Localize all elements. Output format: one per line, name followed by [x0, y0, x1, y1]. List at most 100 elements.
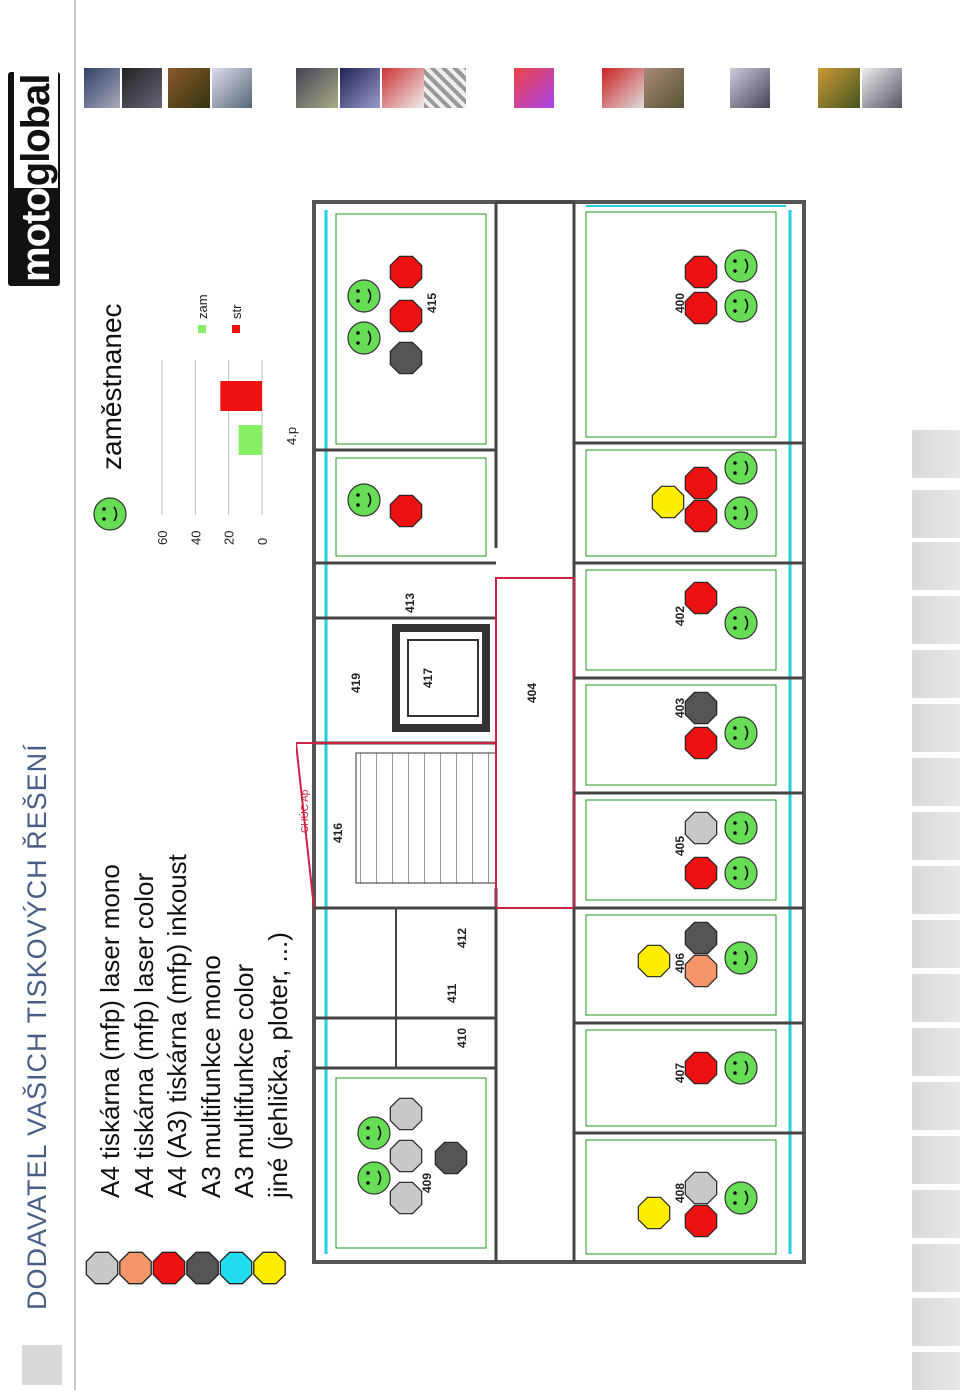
side-tab: [912, 1244, 960, 1292]
y-tick-label: 0: [255, 538, 270, 545]
thumbnail-image: [382, 68, 424, 108]
room-label-410: 410: [455, 1028, 469, 1048]
thumbnail-image: [862, 68, 902, 108]
thumbnail-image: [296, 68, 338, 108]
printer-marker: [434, 1141, 468, 1175]
bar-str: [220, 381, 262, 411]
employee-marker: [724, 249, 758, 283]
side-tab: [912, 596, 960, 644]
legend-list: A4 tiskárna (mfp) laser mono A4 tiskárna…: [94, 854, 295, 1198]
printer-marker: [684, 499, 718, 533]
printer-marker: [684, 1051, 718, 1085]
legend-octagon-laser-color: [119, 1251, 152, 1285]
bar-zam: [238, 425, 262, 455]
printer-marker: [389, 1139, 423, 1173]
room-label-403: 403: [673, 698, 687, 718]
room-label-413: 413: [403, 593, 417, 613]
corner-block: [22, 1345, 62, 1385]
room-label-406: 406: [673, 953, 687, 973]
side-divider: [74, 0, 76, 1390]
legend-label-a3-color: A3 multifunkce color: [229, 963, 259, 1198]
floor-plan: 415 400 402 403 404 405 406 407 408 409 …: [296, 200, 806, 1264]
printer-marker: [684, 954, 718, 988]
thumbnail-image: [122, 68, 162, 108]
employee-marker: [724, 1181, 758, 1215]
side-tab: [912, 1028, 960, 1076]
employee-marker: [724, 856, 758, 890]
printer-marker: [651, 485, 685, 519]
room-label-411: 411: [445, 983, 459, 1003]
employee-marker: [724, 496, 758, 530]
y-tick-label: 40: [188, 531, 203, 545]
thumbnail-image: [84, 68, 120, 108]
printer-marker: [637, 944, 671, 978]
room-label-407: 407: [673, 1063, 687, 1083]
printer-marker: [684, 856, 718, 890]
printer-marker: [684, 1204, 718, 1238]
chart-legend-swatch-zam: [198, 325, 206, 333]
thumbnail-image: [818, 68, 860, 108]
room-label-404: 404: [525, 683, 539, 703]
employee-marker: [724, 606, 758, 640]
legend-label-a3-mono: A3 multifunkce mono: [195, 955, 226, 1198]
legend-octagon-other: [253, 1251, 286, 1285]
employee-legend-label: zaměstnanec: [96, 303, 127, 470]
legend-octagon-a3-mono: [186, 1251, 219, 1285]
thumbnail-image: [602, 68, 644, 108]
printer-marker: [684, 921, 718, 955]
printer-marker: [684, 466, 718, 500]
thumbnail-image: [168, 68, 210, 108]
side-tab: [912, 1190, 960, 1238]
printer-marker: [389, 1097, 423, 1131]
legend-symbols: [85, 1251, 286, 1285]
employee-marker: [724, 451, 758, 485]
printer-marker: [389, 255, 423, 289]
printer-marker: [684, 581, 718, 615]
room-label-409: 409: [420, 1173, 434, 1193]
room-label-408: 408: [673, 1183, 687, 1203]
printer-marker: [389, 494, 423, 528]
side-tab: [912, 1136, 960, 1184]
chart-legend-label-zam: zam: [195, 294, 210, 319]
y-tick-label: 20: [222, 531, 237, 545]
employee-marker: [724, 811, 758, 845]
side-tab: [912, 704, 960, 752]
side-tab: [912, 920, 960, 968]
side-tab: [912, 812, 960, 860]
legend-octagon-inkjet: [152, 1251, 186, 1285]
thumbnail-image: [424, 68, 466, 108]
room-label-402: 402: [673, 606, 687, 626]
side-tab: [912, 866, 960, 914]
employee-marker: [347, 321, 381, 355]
room-label-405: 405: [673, 836, 687, 856]
legend-label-other: jiné (jehlička, ploter, ...): [262, 932, 293, 1198]
side-tab: [912, 758, 960, 806]
y-tick-label: 60: [155, 531, 170, 545]
printer-marker: [684, 1171, 718, 1205]
side-tab: [912, 430, 960, 478]
printer-marker: [684, 255, 718, 289]
corridor-label: CHÚC Ap: [298, 789, 311, 833]
room-label-412: 412: [455, 928, 469, 948]
employee-marker: [724, 1051, 758, 1085]
thumbnail-image: [340, 68, 380, 108]
room-label-419: 419: [349, 673, 363, 693]
printer-marker: [684, 691, 718, 725]
employee-legend-icon: [93, 497, 127, 531]
employee-marker: [724, 289, 758, 323]
printer-marker: [684, 291, 718, 325]
printer-marker: [389, 1181, 423, 1215]
thumbnail-image: [514, 68, 554, 108]
room-label-417: 417: [421, 668, 435, 688]
chart-legend-swatch-str: [232, 325, 240, 333]
thumbnail-image: [644, 68, 684, 108]
employee-marker: [357, 1161, 391, 1195]
room-label-400: 400: [673, 293, 687, 313]
printer-marker: [389, 299, 423, 333]
room-label-416: 416: [331, 823, 345, 843]
employee-marker: [347, 483, 381, 517]
logo: motoglobal: [14, 72, 58, 282]
side-tab: [912, 650, 960, 698]
employee-marker: [724, 941, 758, 975]
printer-marker: [684, 726, 718, 760]
